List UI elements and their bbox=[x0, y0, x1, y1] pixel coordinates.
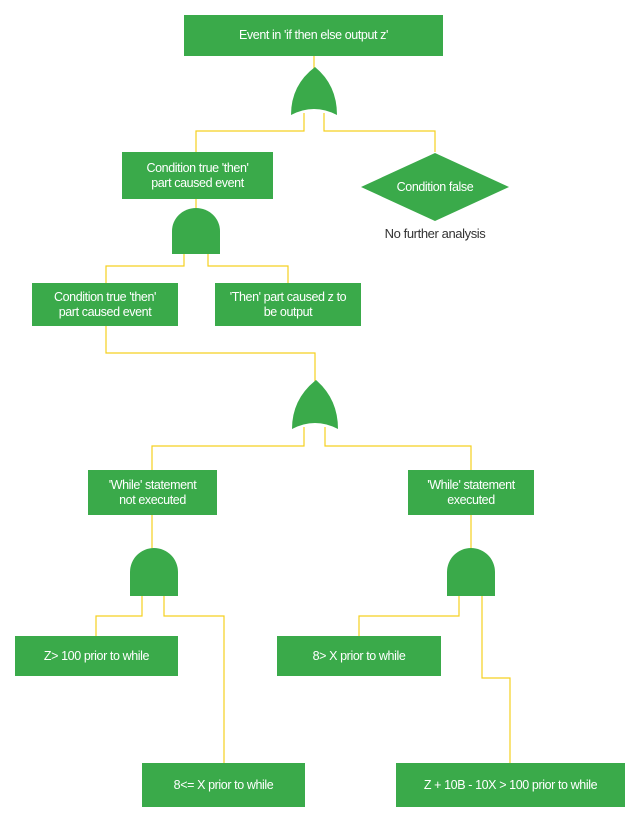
or-gate-2 bbox=[292, 380, 338, 429]
connector-or2-right bbox=[324, 427, 472, 470]
no-further-analysis-text: No further analysis bbox=[384, 226, 486, 241]
eight-gt-x-box: 8> X prior to while bbox=[277, 636, 441, 676]
connector-and1-left bbox=[105, 254, 185, 283]
connector-and2-right bbox=[163, 596, 225, 763]
and-gate-3 bbox=[447, 548, 495, 596]
while-not-executed-box: 'While' statement not executed bbox=[88, 470, 217, 515]
z-gt-100-box: Z> 100 prior to while bbox=[15, 636, 178, 676]
condition-false-diamond bbox=[361, 153, 509, 221]
z-expression-box: Z + 10B - 10X > 100 prior to while bbox=[396, 763, 625, 807]
connector-and1-right bbox=[207, 254, 289, 283]
or-gate-1 bbox=[291, 67, 337, 115]
connector-and3-right bbox=[481, 596, 511, 763]
while-executed-box: 'While' statement executed bbox=[408, 470, 534, 515]
connector-or2-left bbox=[151, 427, 305, 470]
eight-le-x-box: 8<= X prior to while bbox=[142, 763, 305, 807]
connector-and3-left bbox=[358, 596, 460, 636]
condition-false-label: Condition false bbox=[396, 180, 474, 194]
top-event-box: Event in 'if then else output z' bbox=[184, 15, 443, 56]
connector-then2-to-or2 bbox=[105, 326, 316, 381]
then-caused-box-2: Condition true 'then' part caused event bbox=[32, 283, 178, 326]
then-output-box: 'Then' part caused z to be output bbox=[215, 283, 361, 326]
connector-or1-left bbox=[195, 113, 305, 152]
connector-and2-left bbox=[95, 596, 143, 636]
connector-or1-right bbox=[323, 113, 436, 152]
then-caused-box-1: Condition true 'then' part caused event bbox=[122, 152, 273, 199]
and-gate-1 bbox=[172, 208, 220, 254]
and-gate-2 bbox=[130, 548, 178, 596]
